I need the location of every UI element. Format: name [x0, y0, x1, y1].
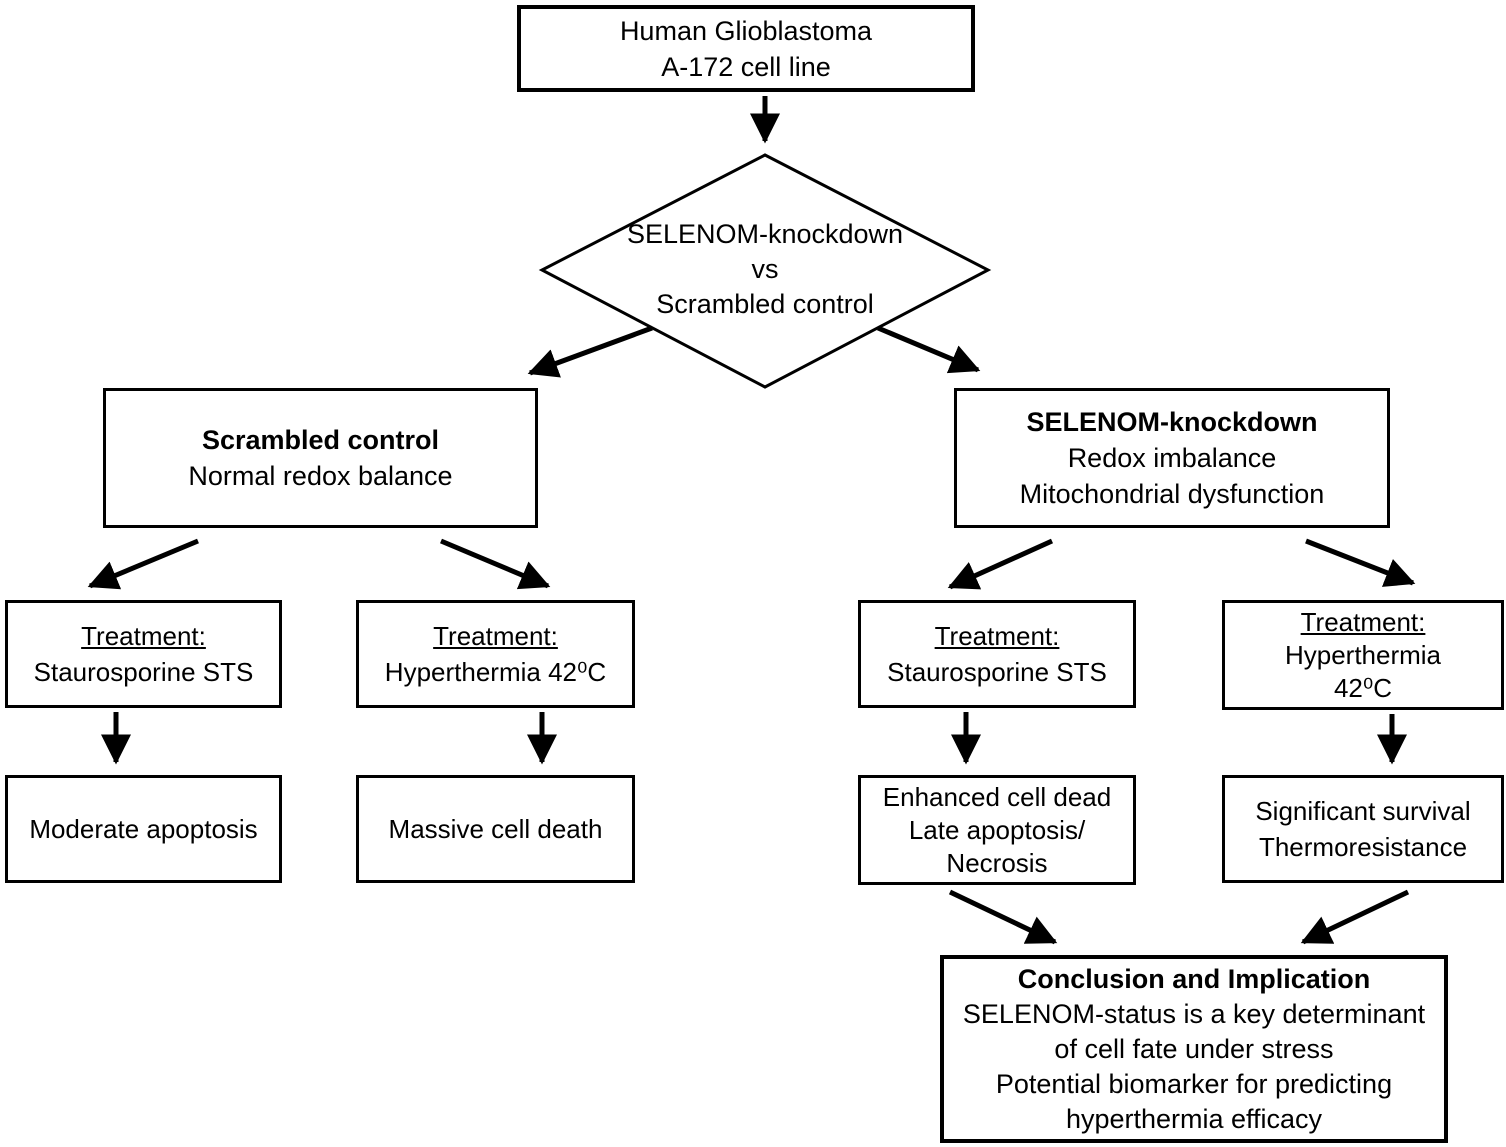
outcome-line: Moderate apoptosis [29, 814, 258, 844]
conclusion-box: Conclusion and Implication SELENOM-statu… [940, 955, 1448, 1143]
arrow-decision-to-scrambled [527, 325, 653, 378]
arrow-survival-to-conclusion [1300, 889, 1410, 945]
arrow-enhanced-death-to-conclusion [948, 889, 1058, 945]
scrambled-control-title: Scrambled control [201, 425, 440, 455]
treatment-line: Staurosporine STS [887, 657, 1107, 687]
treatment-label: Treatment: [81, 621, 206, 651]
conclusion-line3: Potential biomarker for predicting [995, 1068, 1393, 1099]
selenom-knockdown-title: SELENOM-knockdown [1026, 407, 1318, 437]
conclusion-line4: hyperthermia efficacy [1065, 1103, 1323, 1134]
outcome-moderate-apoptosis-box: Moderate apoptosis [5, 775, 282, 883]
outcome-line2: Thermoresistance [1258, 832, 1468, 862]
arrow-knockdown-to-sts [947, 538, 1054, 590]
outcome-enhanced-cell-death-box: Enhanced cell dead Late apoptosis/ Necro… [858, 775, 1136, 885]
scrambled-control-line1: Normal redox balance [188, 461, 453, 491]
arrow-knockdown-to-hyperthermia [1305, 538, 1416, 587]
treatment-line: Hyperthermia 42⁰C [384, 657, 607, 687]
outcome-line: Significant survival [1255, 796, 1471, 826]
outcome-line3: Necrosis [946, 847, 1048, 878]
treatment-sts-scrambled-box: Treatment: Staurosporine STS [5, 600, 282, 708]
decision-line2: vs [751, 254, 779, 284]
treatment-label: Treatment: [433, 621, 558, 651]
arrow-scrambled-to-sts [87, 538, 199, 590]
treatment-line: Staurosporine STS [33, 657, 254, 687]
top-box: Human Glioblastoma A-172 cell line [517, 5, 975, 92]
decision-line1: SELENOM-knockdown [626, 219, 904, 249]
top-box-line2: A-172 cell line [661, 51, 831, 82]
treatment-line2: 42⁰C [1333, 672, 1393, 703]
top-box-line1: Human Glioblastoma [619, 15, 873, 46]
decision-label: SELENOM-knockdown vs Scrambled control [565, 217, 965, 322]
selenom-knockdown-line1: Redox imbalance [1067, 443, 1277, 473]
outcome-significant-survival-box: Significant survival Thermoresistance [1222, 775, 1504, 883]
conclusion-title: Conclusion and Implication [1017, 963, 1371, 994]
selenom-knockdown-line2: Mitochondrial dysfunction [1019, 479, 1325, 509]
treatment-label: Treatment: [934, 621, 1060, 651]
outcome-line: Massive cell death [388, 814, 603, 844]
arrow-decision-to-knockdown [877, 325, 981, 374]
outcome-line2: Late apoptosis/ [908, 814, 1086, 845]
scrambled-control-box: Scrambled control Normal redox balance [103, 388, 538, 528]
outcome-massive-cell-death-box: Massive cell death [356, 775, 635, 883]
treatment-sts-knockdown-box: Treatment: Staurosporine STS [858, 600, 1136, 708]
treatment-label: Treatment: [1300, 606, 1426, 637]
selenom-knockdown-box: SELENOM-knockdown Redox imbalance Mitoch… [954, 388, 1390, 528]
arrow-scrambled-to-hyperthermia [440, 538, 551, 590]
outcome-line: Enhanced cell dead [882, 781, 1112, 812]
treatment-line: Hyperthermia [1284, 639, 1442, 670]
conclusion-line1: SELENOM-status is a key determinant [962, 998, 1426, 1029]
treatment-hyperthermia-knockdown-box: Treatment: Hyperthermia 42⁰C [1222, 600, 1504, 710]
conclusion-line2: of cell fate under stress [1054, 1033, 1334, 1064]
decision-diamond-shape [538, 153, 992, 389]
decision-line3: Scrambled control [656, 289, 874, 319]
treatment-hyperthermia-scrambled-box: Treatment: Hyperthermia 42⁰C [356, 600, 635, 708]
